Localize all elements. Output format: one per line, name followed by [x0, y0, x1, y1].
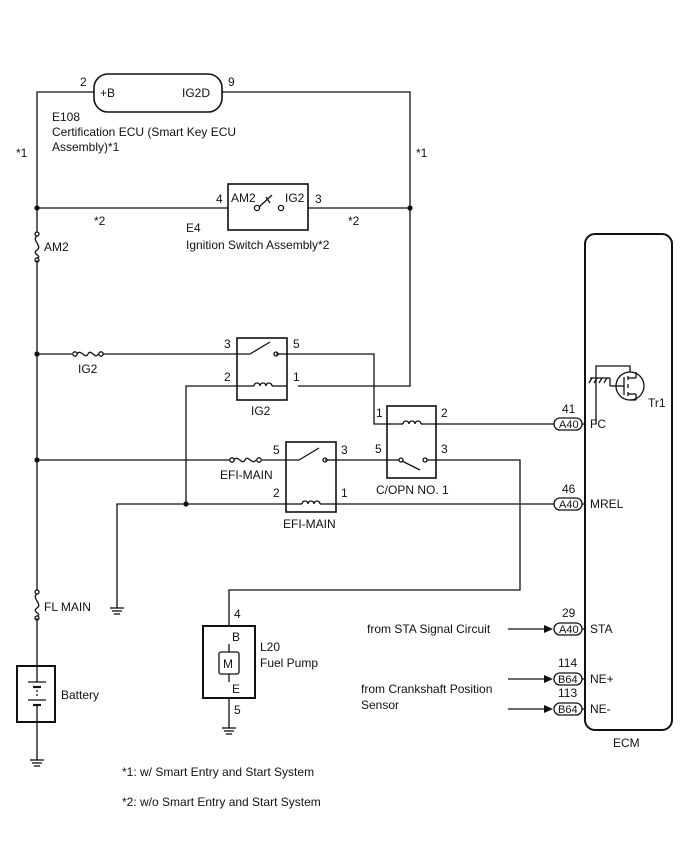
connector-a40-fc-label: A40 [559, 419, 579, 431]
fuel-pump-pin-bottom: 5 [234, 703, 241, 717]
ground-icon-fuel-pump [222, 727, 236, 735]
crankshaft-source-line2: Sensor [361, 698, 399, 712]
cert-ecu-name-line2: Assembly)*1 [52, 140, 120, 154]
certification-ecu: 2 +B IG2D 9 E108 Certification ECU (Smar… [52, 73, 236, 154]
cert-ecu-pin-ig2d-number: 9 [228, 75, 235, 89]
wire-note-star1-left: *1 [16, 146, 28, 160]
connector-b64-ne-minus-label: B64 [558, 704, 578, 716]
cert-ecu-pin-ig2d-label: IG2D [182, 86, 210, 100]
relay-copn-pin3: 3 [441, 442, 448, 456]
connector-a40-mrel: A40 [553, 497, 583, 511]
fuel-pump-code: L20 [260, 640, 280, 654]
relay-ig2: 3 5 2 1 IG2 [224, 337, 300, 418]
battery-box [16, 665, 56, 723]
ecm-mrel-pin: 46 [562, 482, 576, 496]
ground-icon-battery [30, 759, 44, 767]
ignition-switch-box [227, 183, 309, 231]
cert-ecu-code: E108 [52, 110, 80, 124]
fuse-ig2: IG2 [72, 351, 104, 376]
ecm-fc-pin: 41 [562, 402, 576, 416]
cert-ecu-name-line1: Certification ECU (Smart Key ECU [52, 125, 236, 139]
certification-ecu-box [93, 73, 223, 113]
relay-ig2-pin5: 5 [293, 337, 300, 351]
motor-icon: M [223, 657, 233, 671]
relay-efi-main-label: EFI-MAIN [283, 517, 336, 531]
signal-input-arrows [508, 625, 553, 713]
fuel-pump-terminal-e: E [232, 682, 240, 696]
ignition-switch-pin-am2-number: 4 [216, 192, 223, 206]
ignition-switch-code: E4 [186, 221, 201, 235]
relay-copn-pin5: 5 [375, 442, 382, 456]
ignition-switch-pin-ig2-number: 3 [315, 192, 322, 206]
cert-ecu-pin-b-number: 2 [80, 75, 87, 89]
relay-ig2-label: IG2 [251, 404, 271, 418]
footnote-2: *2: w/o Smart Entry and Start System [122, 795, 321, 809]
relay-ig2-pin1: 1 [293, 370, 300, 384]
relay-efi-pin5: 5 [273, 443, 280, 457]
ignition-switch-pin-ig2-label: IG2 [285, 191, 305, 205]
fuse-fl-main-label: FL MAIN [44, 600, 91, 614]
relay-ig2-pin2: 2 [224, 370, 231, 384]
fuse-am2: AM2 [34, 231, 69, 263]
fuel-pump-name: Fuel Pump [260, 656, 318, 670]
relay-efi-pin2: 2 [273, 486, 280, 500]
connector-a40-mrel-label: A40 [559, 499, 579, 511]
ecm-ne-minus-pin: 113 [558, 686, 577, 700]
wire-note-star2-right: *2 [348, 214, 360, 228]
ignition-switch: 4 AM2 IG2 3 E4 Ignition Switch Assembly*… [186, 183, 330, 252]
ecm-box [584, 233, 673, 731]
relay-efi-main: 5 3 2 1 EFI-MAIN [273, 441, 348, 531]
fuse-am2-label: AM2 [44, 240, 69, 254]
connector-a40-fc: A40 [553, 417, 583, 431]
fuel-pump: 4 B M E 5 L20 Fuel Pump [202, 607, 318, 717]
ecm-sta-pin: 29 [562, 606, 576, 620]
footnote-1: *1: w/ Smart Entry and Start System [122, 765, 314, 779]
relay-efi-main-box [285, 441, 337, 513]
ecm-fc-name: FC [590, 417, 606, 431]
relay-copn-pin1: 1 [376, 406, 383, 420]
wire-note-star2-left: *2 [94, 214, 106, 228]
ecm-ne-plus-name: NE+ [590, 672, 614, 686]
ecm-mrel-name: MREL [590, 497, 624, 511]
relay-copn-box [386, 405, 437, 479]
wire-note-star1-right: *1 [416, 146, 428, 160]
battery: Battery [16, 665, 99, 723]
ecm: ECM Tr1 41 A40 [553, 233, 673, 750]
fuel-pump-pin-top: 4 [234, 607, 241, 621]
connector-b64-ne-minus: B64 [553, 702, 583, 716]
ecm-sta-name: STA [590, 622, 612, 636]
relay-efi-pin3: 3 [341, 443, 348, 457]
relay-circuit-opening: 1 2 5 3 C/OPN NO. 1 [375, 405, 449, 497]
relay-efi-pin1: 1 [341, 486, 348, 500]
connector-a40-sta: A40 [553, 622, 583, 636]
connector-a40-sta-label: A40 [559, 624, 579, 636]
battery-label: Battery [61, 688, 99, 702]
ignition-switch-name: Ignition Switch Assembly*2 [186, 238, 330, 252]
fuse-fl-main: FL MAIN [34, 589, 91, 621]
transistor-tr1: Tr1 [588, 365, 666, 424]
relay-copn-pin2: 2 [441, 406, 448, 420]
junction-dots [34, 205, 413, 507]
relay-copn-label: C/OPN NO. 1 [376, 483, 449, 497]
connector-b64-ne-plus-label: B64 [558, 674, 578, 686]
cert-ecu-pin-b-label: +B [100, 86, 115, 100]
ecm-ne-minus-name: NE- [590, 702, 611, 716]
fuel-pump-box [202, 625, 256, 699]
ignition-switch-pin-am2-label: AM2 [231, 191, 256, 205]
transistor-tr1-label: Tr1 [648, 396, 666, 410]
relay-ig2-pin3: 3 [224, 337, 231, 351]
connector-b64-ne-plus: B64 [553, 672, 583, 686]
fuse-ig2-label: IG2 [78, 362, 98, 376]
fuse-efi-main: EFI-MAIN [220, 457, 273, 482]
ground-icon-relay-bus [110, 607, 124, 615]
fuse-efi-main-label: EFI-MAIN [220, 468, 273, 482]
fuel-pump-terminal-b: B [232, 630, 240, 644]
sta-signal-source: from STA Signal Circuit [367, 622, 491, 636]
ecm-ne-plus-pin: 114 [558, 656, 577, 670]
relay-ig2-box [236, 337, 288, 401]
crankshaft-source-line1: from Crankshaft Position [361, 682, 492, 696]
ecm-label: ECM [613, 736, 640, 750]
